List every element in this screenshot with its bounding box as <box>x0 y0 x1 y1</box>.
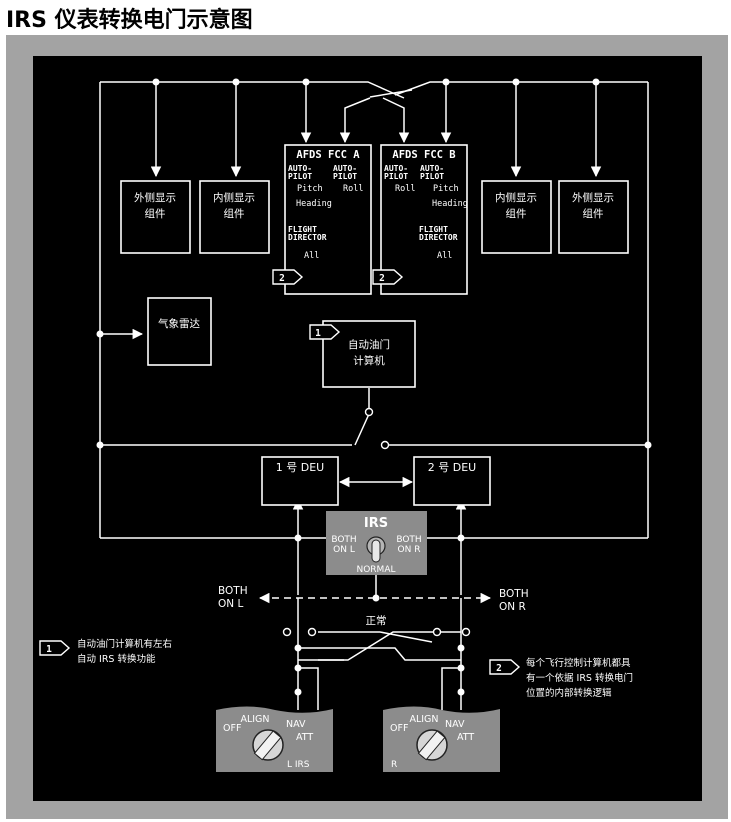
svg-text:FLIGHT: FLIGHT <box>288 225 317 234</box>
svg-text:1: 1 <box>46 644 52 655</box>
svg-text:2 号 DEU: 2 号 DEU <box>428 461 476 474</box>
svg-text:每个飞行控制计算机都具: 每个飞行控制计算机都具 <box>526 657 631 669</box>
page-title: IRS 仪表转换电门示意图 <box>6 8 253 33</box>
svg-text:Pitch: Pitch <box>297 184 323 194</box>
inner-display-right: 内侧显示 组件 <box>481 180 552 254</box>
svg-text:自动 IRS 转换功能: 自动 IRS 转换功能 <box>77 653 156 665</box>
fcc-b: AFDS FCC B AUTO- PILOT AUTO- PILOT Roll … <box>372 144 468 295</box>
svg-text:All: All <box>304 251 319 261</box>
svg-text:Roll: Roll <box>395 184 415 194</box>
svg-text:AUTO-: AUTO- <box>333 164 357 173</box>
svg-text:计算机: 计算机 <box>353 354 385 367</box>
irs-mode-selector-right[interactable]: ALIGN OFF NAV ATT R <box>383 706 500 773</box>
outer-display-right: 外侧显示 组件 <box>558 180 629 254</box>
svg-text:ATT: ATT <box>296 732 313 743</box>
svg-text:有一个依据 IRS 转换电门: 有一个依据 IRS 转换电门 <box>526 672 633 684</box>
svg-text:ATT: ATT <box>457 732 474 743</box>
svg-text:内侧显示: 内侧显示 <box>495 191 537 204</box>
svg-text:L IRS: L IRS <box>287 760 310 770</box>
svg-text:Roll: Roll <box>343 184 363 194</box>
both-on-labels: BOTH ON L BOTH ON R 正常 <box>218 585 529 627</box>
svg-text:R: R <box>391 760 397 770</box>
svg-text:AFDS FCC A: AFDS FCC A <box>296 149 360 161</box>
svg-text:ON L: ON L <box>218 598 243 610</box>
autothrottle-box: 自动油门 计算机 1 <box>309 320 416 388</box>
svg-text:内侧显示: 内侧显示 <box>213 191 255 204</box>
svg-text:Pitch: Pitch <box>433 184 459 194</box>
svg-text:ON R: ON R <box>398 545 421 555</box>
junction-dots <box>96 78 652 696</box>
svg-text:FLIGHT: FLIGHT <box>419 225 448 234</box>
svg-text:组件: 组件 <box>145 207 166 220</box>
outer-display-left: 外侧显示 组件 <box>120 180 191 254</box>
note-1: 1 自动油门计算机有左右 自动 IRS 转换功能 <box>39 638 172 665</box>
svg-text:OFF: OFF <box>223 723 241 734</box>
irs-mode-selector-left[interactable]: ALIGN OFF NAV ATT L IRS <box>216 706 333 773</box>
fcc-a: AFDS FCC A AUTO- PILOT AUTO- PILOT Pitch… <box>272 144 372 295</box>
svg-text:组件: 组件 <box>224 207 245 220</box>
svg-text:Heading: Heading <box>432 199 468 209</box>
svg-text:AUTO-: AUTO- <box>420 164 444 173</box>
svg-text:自动油门计算机有左右: 自动油门计算机有左右 <box>77 638 172 650</box>
svg-text:ALIGN: ALIGN <box>409 714 438 725</box>
svg-text:NAV: NAV <box>445 719 465 730</box>
svg-text:2: 2 <box>379 273 385 284</box>
svg-text:Heading: Heading <box>296 199 332 209</box>
svg-text:ON L: ON L <box>333 545 355 555</box>
svg-text:PILOT: PILOT <box>333 172 357 181</box>
svg-text:BOTH: BOTH <box>396 535 421 545</box>
svg-text:PILOT: PILOT <box>288 172 312 181</box>
svg-text:BOTH: BOTH <box>331 535 356 545</box>
svg-text:外侧显示: 外侧显示 <box>572 191 614 204</box>
svg-text:正常: 正常 <box>366 614 387 627</box>
svg-text:气象雷达: 气象雷达 <box>158 317 200 330</box>
svg-text:组件: 组件 <box>583 207 604 220</box>
note-2: 2 每个飞行控制计算机都具 有一个依据 IRS 转换电门 位置的内部转换逻辑 <box>489 657 633 699</box>
svg-text:ALIGN: ALIGN <box>240 714 269 725</box>
svg-text:自动油门: 自动油门 <box>348 338 390 351</box>
svg-text:AUTO-: AUTO- <box>384 164 408 173</box>
svg-text:1: 1 <box>315 328 321 339</box>
svg-text:组件: 组件 <box>506 207 527 220</box>
svg-text:ON R: ON R <box>499 601 526 613</box>
svg-text:DIRECTOR: DIRECTOR <box>419 233 458 242</box>
svg-text:OFF: OFF <box>390 723 408 734</box>
svg-text:2: 2 <box>496 663 502 674</box>
svg-text:NAV: NAV <box>286 719 306 730</box>
switch-contacts <box>282 407 471 637</box>
svg-text:2: 2 <box>279 273 285 284</box>
inner-display-left: 内侧显示 组件 <box>199 180 270 254</box>
svg-text:AUTO-: AUTO- <box>288 164 312 173</box>
svg-text:All: All <box>437 251 452 261</box>
svg-text:AFDS FCC B: AFDS FCC B <box>392 149 455 161</box>
irs-transfer-switch[interactable]: IRS BOTH ON L BOTH ON R NORMAL <box>326 511 427 575</box>
svg-text:PILOT: PILOT <box>384 172 408 181</box>
deu-2-box: 2 号 DEU <box>413 456 491 506</box>
svg-text:1 号 DEU: 1 号 DEU <box>276 461 324 474</box>
svg-text:DIRECTOR: DIRECTOR <box>288 233 327 242</box>
svg-text:IRS: IRS <box>364 516 388 531</box>
deu-1-box: 1 号 DEU <box>261 456 339 506</box>
svg-text:外侧显示: 外侧显示 <box>134 191 176 204</box>
weather-radar-box: 气象雷达 <box>147 297 212 366</box>
svg-text:BOTH: BOTH <box>218 585 248 597</box>
svg-text:位置的内部转换逻辑: 位置的内部转换逻辑 <box>526 687 612 699</box>
svg-text:BOTH: BOTH <box>499 588 529 600</box>
svg-text:NORMAL: NORMAL <box>356 565 395 575</box>
svg-text:PILOT: PILOT <box>420 172 444 181</box>
